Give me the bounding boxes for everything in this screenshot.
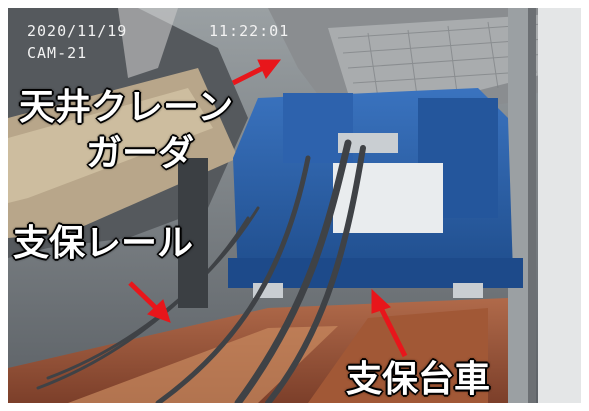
arrow-support-carriage — [371, 288, 408, 358]
crane-girder-pattern — [337, 17, 563, 104]
roof-light — [118, 8, 178, 78]
label-crane-girder-line1: 天井クレーン — [19, 87, 234, 128]
annotation-arrows — [128, 59, 408, 358]
structure-tower — [178, 158, 208, 308]
rail-right-section — [308, 308, 488, 403]
arrow-crane-girder — [231, 59, 282, 86]
column-shadow — [528, 8, 536, 403]
timestamp-time: 11:22:01 — [209, 22, 290, 40]
camera-scene — [8, 8, 581, 403]
column-right-2 — [538, 8, 581, 403]
arrow-support-rail — [128, 281, 171, 323]
label-support-rail: 支保レール — [13, 223, 194, 264]
carriage-fitting — [338, 133, 398, 153]
girder-beam-highlight — [8, 88, 213, 203]
label-support-carriage: 支保台車 — [346, 359, 491, 400]
column-right-1 — [508, 8, 530, 403]
camera-frame: 2020/11/19 11:22:01 CAM-21 天井クレーン ガーダ 支保… — [8, 8, 581, 403]
timestamp-date: 2020/11/19 — [27, 22, 128, 40]
label-crane-girder-line2: ガーダ — [86, 133, 195, 174]
camera-id: CAM-21 — [27, 44, 88, 62]
carriage-wheel-2 — [453, 283, 483, 298]
